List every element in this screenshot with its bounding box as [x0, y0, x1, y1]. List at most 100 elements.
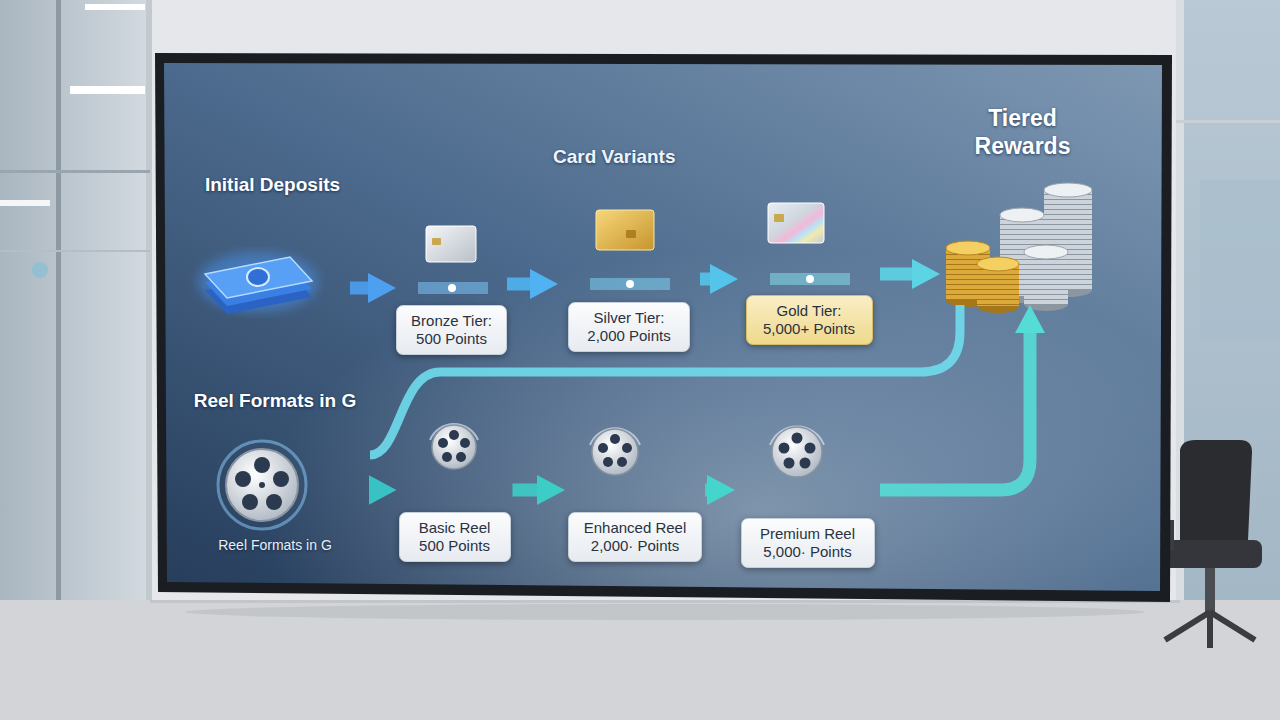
reel-icons [805, 443, 816, 454]
office-chair [1205, 568, 1215, 612]
tier-text: Silver Tier: 2,000 Points [579, 309, 679, 345]
screen [155, 53, 1172, 602]
coin-stacks [977, 257, 1019, 271]
flow-arrow [513, 484, 546, 497]
tier-dots [590, 278, 670, 290]
reel-icons [254, 457, 270, 473]
section-heading: Card Variants [553, 146, 676, 168]
group-node: Initial Deposits [195, 174, 350, 329]
tier-dots [418, 275, 850, 292]
tier-dots [806, 275, 814, 283]
reel-icons [617, 457, 627, 467]
tier-box: Silver Tier: 2,000 Points [568, 302, 690, 352]
flow-arrow [880, 268, 920, 281]
reel-icons [218, 424, 824, 529]
tier-text: Premium Reel 5,000· Points [752, 525, 864, 561]
reel-icons [779, 443, 790, 454]
room-background [0, 250, 150, 252]
tier-text: Enhanced Reel 2,000· Points [579, 519, 691, 555]
tier-column: Enhanced Reel 2,000· Points [565, 418, 705, 562]
tier-box: Bronze Tier: 500 Points [396, 305, 507, 355]
office-chair [1160, 540, 1262, 568]
reel-icons [772, 427, 822, 477]
tier-text: Bronze Tier: 500 Points [407, 312, 496, 348]
flow-arrow [705, 484, 715, 497]
card-images [426, 226, 476, 262]
tier-column: Gold Tier: 5,000+ Points [738, 195, 880, 345]
flow-arrow [370, 484, 377, 497]
room-background [1200, 180, 1280, 340]
card-images [626, 230, 636, 238]
tier-dots [626, 280, 634, 288]
room-background [0, 200, 50, 206]
reel-icons [460, 438, 470, 448]
reel-icons [432, 425, 476, 469]
heading-text: Reel Formats in G [194, 390, 357, 412]
reel-icons [266, 494, 282, 510]
money-icon [247, 268, 269, 286]
reel-icons [592, 429, 638, 475]
reel-icons [800, 458, 811, 469]
money-icon [198, 252, 318, 314]
flow-arrow [507, 278, 538, 291]
reel-icons [273, 471, 289, 487]
card-images [768, 203, 824, 243]
reel-icons [226, 449, 298, 521]
reel-icons [792, 433, 803, 444]
room-background [185, 604, 1145, 620]
coin-stacks [1044, 183, 1092, 197]
coin-stacks [1024, 252, 1068, 304]
money-icon [205, 257, 312, 298]
reel-icons [784, 458, 795, 469]
reel-icons [610, 434, 620, 444]
room-background [0, 600, 1280, 720]
reel-icons [235, 471, 251, 487]
group-node: Tiered Rewards [940, 105, 1105, 305]
reel-icons [598, 443, 608, 453]
tier-box: Basic Reel 500 Points [399, 512, 511, 562]
card-images [774, 214, 784, 222]
reel-icons [242, 494, 258, 510]
tier-column: Silver Tier: 2,000 Points [558, 200, 700, 352]
tier-text: Gold Tier: 5,000+ Points [757, 302, 862, 338]
group-node: Reel Formats in G Reel Formats in G [180, 390, 370, 553]
tier-box: Gold Tier: 5,000+ Points [746, 295, 873, 345]
heading-text: Initial Deposits [205, 174, 340, 196]
room-background [85, 4, 145, 10]
reel-icons [259, 482, 265, 488]
office-chair [1180, 440, 1252, 540]
card-images [596, 210, 654, 250]
office-chair [1160, 440, 1262, 648]
tier-column: Bronze Tier: 500 Points [396, 205, 507, 355]
tier-text: Basic Reel 500 Points [410, 519, 500, 555]
reel-icons [622, 443, 632, 453]
tier-box: Premium Reel 5,000· Points [741, 518, 875, 568]
coin-stacks [946, 183, 1092, 313]
tier-column: Premium Reel 5,000· Points [735, 418, 880, 568]
caption-text: Reel Formats in G [218, 537, 332, 553]
screen [155, 53, 1172, 602]
card-images [432, 238, 441, 245]
reel-icons [603, 457, 613, 467]
reel-icons [456, 452, 466, 462]
tier-column: Basic Reel 500 Points [397, 415, 513, 562]
office-chair [1207, 612, 1213, 648]
tier-dots [448, 284, 456, 292]
room-background [70, 86, 145, 94]
flow-arrow [880, 325, 1030, 490]
card-images [426, 203, 824, 262]
tier-box: Enhanced Reel 2,000· Points [568, 512, 702, 562]
coin-stacks [946, 241, 990, 255]
room-background [1176, 120, 1280, 123]
flow-arrow [700, 273, 718, 286]
coin-stacks [1000, 208, 1044, 222]
reel-icons [449, 430, 459, 440]
reel-icons [218, 441, 306, 529]
screen [164, 63, 1162, 591]
tier-dots [770, 273, 850, 285]
